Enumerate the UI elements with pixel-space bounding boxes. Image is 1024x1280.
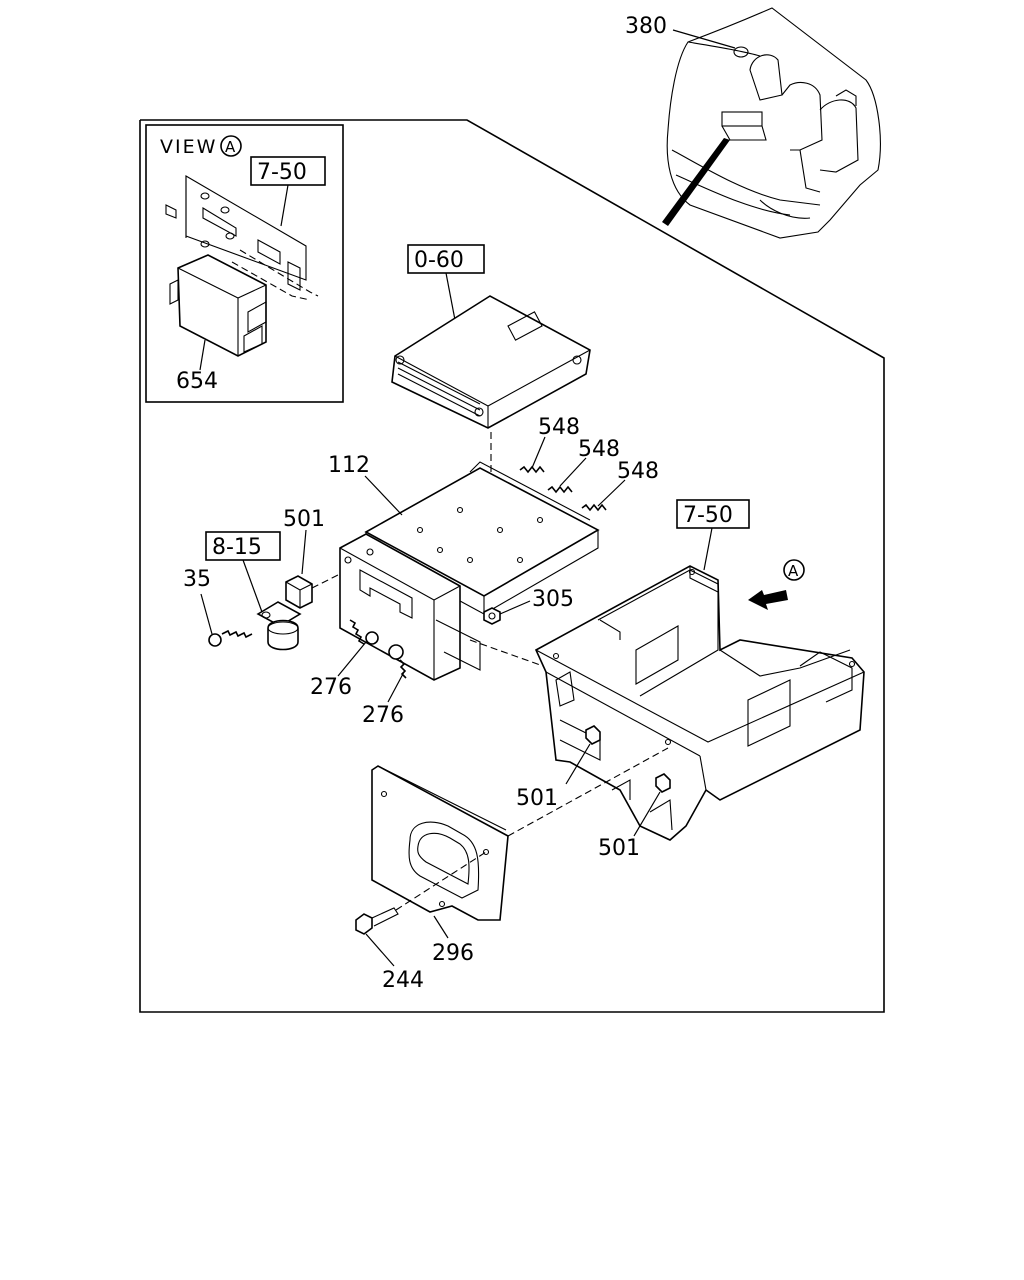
ecu-unit — [391, 295, 591, 429]
diagram-frame — [139, 119, 885, 1013]
direction-marker: A — [788, 562, 799, 580]
ecu-ref-label: 0-60 — [414, 248, 464, 273]
nut-501-bot — [655, 773, 671, 793]
view-title: VIEW — [160, 136, 217, 158]
clamp-part — [256, 601, 302, 651]
grommet-501 — [285, 575, 313, 609]
label-244: 244 — [382, 968, 424, 993]
cover-plate-296 — [371, 765, 509, 921]
view-module-654 — [169, 254, 267, 357]
view-marker: A — [225, 138, 236, 156]
label-654: 654 — [176, 369, 218, 394]
label-305: 305 — [532, 587, 574, 612]
frame-structure — [534, 565, 865, 841]
label-380: 380 — [625, 14, 667, 39]
label-548-b: 548 — [578, 437, 620, 462]
frame-ref-box — [676, 499, 750, 529]
nut-305 — [483, 607, 501, 625]
label-501-mid: 501 — [516, 786, 558, 811]
label-112: 112 — [328, 453, 370, 478]
view-bracket — [165, 175, 319, 301]
bolt-244 — [355, 907, 399, 935]
label-501-bot: 501 — [598, 836, 640, 861]
view-ref-box — [250, 156, 326, 186]
direction-marker-circle — [783, 559, 805, 581]
label-501-top: 501 — [283, 507, 325, 532]
pointer-wedge — [662, 138, 730, 226]
ecu-ref-box — [407, 244, 485, 274]
clamp-ref-label: 8-15 — [212, 535, 262, 560]
screw-276-a — [349, 619, 379, 645]
label-548-a: 548 — [538, 415, 580, 440]
frame-ref-label: 7-50 — [683, 503, 733, 528]
view-ref-label: 7-50 — [257, 160, 307, 185]
screw-35 — [208, 629, 253, 647]
nut-501-mid — [585, 725, 601, 745]
label-548-c: 548 — [617, 459, 659, 484]
label-276-a: 276 — [310, 675, 352, 700]
label-35: 35 — [183, 567, 211, 592]
cab-illustration — [662, 7, 881, 239]
direction-arrow — [748, 590, 788, 610]
label-276-b: 276 — [362, 703, 404, 728]
view-marker-circle — [220, 135, 242, 157]
label-296: 296 — [432, 941, 474, 966]
view-inset-box — [145, 124, 344, 403]
